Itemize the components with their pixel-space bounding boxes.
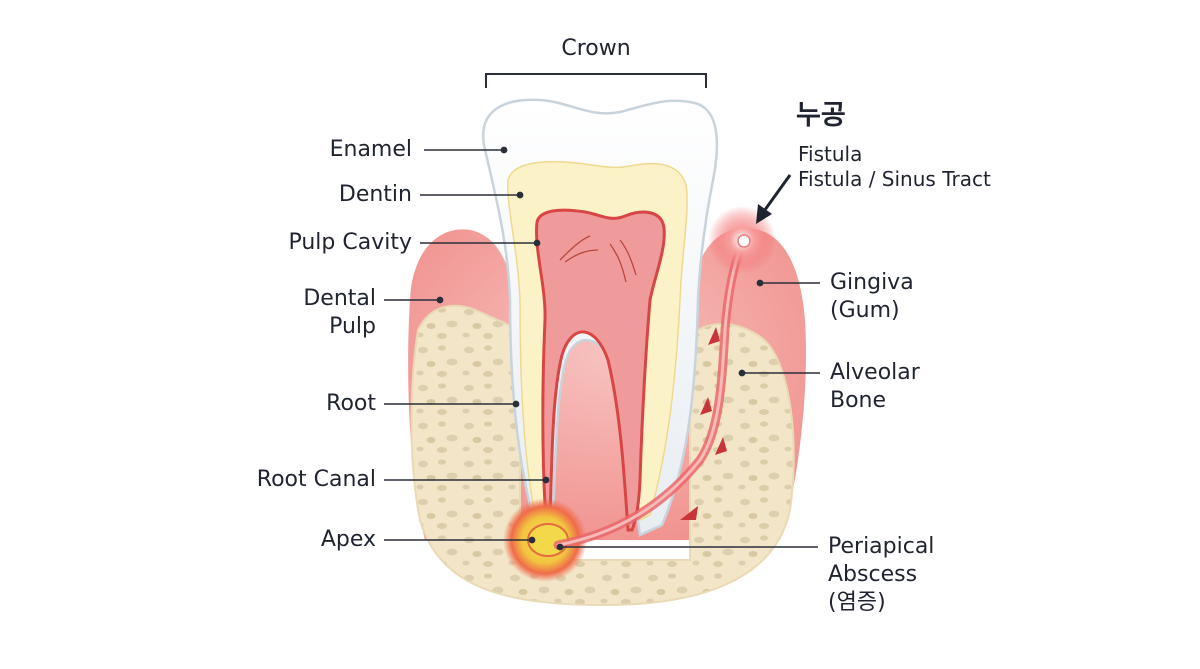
crown-bracket <box>485 73 707 88</box>
root-canal-label: Root Canal <box>256 467 376 492</box>
fistula-sinus-tract-label: Fistula / Sinus Tract <box>798 167 991 191</box>
arrow-up-icon <box>708 327 720 345</box>
fistula-opening <box>737 234 751 248</box>
apex-label: Apex <box>320 527 376 552</box>
crown-label: Crown <box>561 36 631 61</box>
periapical-abscess-label-line2: Abscess <box>828 562 918 587</box>
pulp-cavity-label: Pulp Cavity <box>288 230 412 255</box>
pulp-nerves <box>559 235 637 283</box>
dentin-label: Dentin <box>338 182 412 207</box>
alveolar-bone-label-line2: Bone <box>830 388 887 413</box>
arrow-up-icon <box>700 397 712 415</box>
dental-pulp-label-line1: Dental <box>303 286 376 311</box>
gingiva-label-line1: Gingiva <box>830 270 914 295</box>
periapical-abscess-label-line1: Periapical <box>828 534 935 559</box>
sinus-tract-inner <box>556 243 744 547</box>
dental-pulp-label-line2: Pulp <box>329 314 376 339</box>
periapical-abscess-label-line3: (염증) <box>828 590 886 615</box>
alveolar-bone-label-line1: Alveolar <box>830 360 920 385</box>
arrow-pointer-icon <box>756 174 792 224</box>
gingiva-label-line2: (Gum) <box>830 298 900 323</box>
arrow-up-icon <box>680 506 698 520</box>
root-label: Root <box>326 391 376 416</box>
pus-flow-arrows <box>680 327 727 520</box>
enamel-label: Enamel <box>329 137 412 162</box>
fistula-korean-label: 누공 <box>796 100 846 131</box>
fistula-label: Fistula <box>798 142 863 166</box>
leader-lines <box>384 146 820 551</box>
arrow-up-icon <box>715 437 727 455</box>
pulp-shape <box>535 208 666 532</box>
